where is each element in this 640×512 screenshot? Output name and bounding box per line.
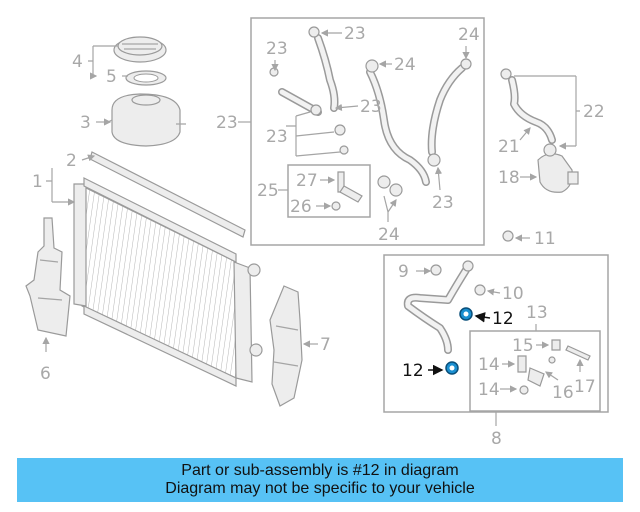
callout-24a: 24 xyxy=(394,55,416,75)
part-12-clamp-lower xyxy=(445,361,459,375)
callout-21: 22 xyxy=(583,102,605,122)
callout-12-upper: 12 xyxy=(492,309,514,329)
callout-13: 13 xyxy=(526,303,548,323)
callout-5: 5 xyxy=(106,67,117,87)
left-air-guide xyxy=(25,217,71,337)
callout-12-lower: 12 xyxy=(402,361,424,381)
callout-8: 8 xyxy=(491,429,502,449)
callout-14: 14 xyxy=(478,380,500,400)
parts-diagram: 4 5 3 1 2 6 7 23 xyxy=(25,17,609,449)
callout-23d: 23 xyxy=(266,127,288,147)
callout-15: 14 xyxy=(478,355,500,375)
callout-10: 10 xyxy=(502,284,524,304)
callout-6: 6 xyxy=(40,364,51,384)
right-air-guide xyxy=(269,285,303,407)
reservoir-cap xyxy=(113,36,167,63)
callout-24c: 24 xyxy=(378,225,400,245)
callout-24b: 24 xyxy=(458,25,480,45)
callout-3: 3 xyxy=(80,113,91,133)
pump-hose xyxy=(500,68,556,144)
banner-line-2: Diagram may not be specific to your vehi… xyxy=(165,480,475,497)
callout-26: 26 xyxy=(290,197,312,217)
callout-17: 16 xyxy=(552,383,574,403)
small-fittings xyxy=(331,171,403,211)
water-pump xyxy=(537,143,579,193)
info-banner: Part or sub-assembly is #12 in diagram D… xyxy=(17,458,623,502)
banner-line-1: Part or sub-assembly is #12 in diagram xyxy=(181,462,459,479)
callout-27: 27 xyxy=(296,171,318,191)
sub-box-25 xyxy=(287,164,371,218)
callout-20: 21 xyxy=(498,137,520,157)
callout-1: 1 xyxy=(32,172,43,192)
callout-25: 25 xyxy=(257,181,279,201)
small-fittings-13 xyxy=(517,339,591,395)
callout-23a: 23 xyxy=(344,24,366,44)
callout-4: 4 xyxy=(72,52,83,72)
callout-23b: 23 xyxy=(266,39,288,59)
callout-18: 17 xyxy=(574,377,596,397)
lower-coolant-hose xyxy=(403,260,486,354)
callout-11: 11 xyxy=(534,229,556,249)
callout-23e: 23 xyxy=(432,193,454,213)
clip-11 xyxy=(502,230,514,242)
hose-group-box xyxy=(250,17,485,246)
reservoir-seal xyxy=(125,70,167,86)
callout-22: 23 xyxy=(216,113,238,133)
coolant-reservoir xyxy=(103,93,186,147)
callout-7: 7 xyxy=(320,335,331,355)
callout-23c: 23 xyxy=(360,97,382,117)
callout-16: 15 xyxy=(512,336,534,356)
part-12-clamp-upper xyxy=(459,307,473,321)
callout-2: 2 xyxy=(66,151,77,171)
callout-19: 18 xyxy=(498,168,520,188)
radiator xyxy=(73,177,263,387)
sub-box-13 xyxy=(469,330,601,412)
callout-9: 9 xyxy=(398,262,409,282)
